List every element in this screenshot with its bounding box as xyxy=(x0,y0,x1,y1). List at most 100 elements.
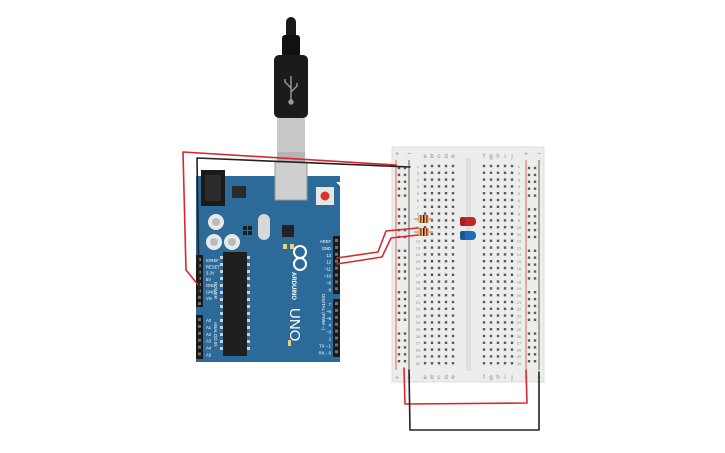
pin-label: RX←0 xyxy=(319,350,332,355)
breadboard-hole xyxy=(430,253,434,256)
breadboard-hole xyxy=(430,300,434,304)
breadboard-hole xyxy=(437,294,441,297)
breadboard-hole xyxy=(430,185,434,188)
breadboard-hole xyxy=(489,314,493,317)
breadboard-label: a xyxy=(423,375,427,381)
rail-hole xyxy=(397,318,401,321)
pin-label: A3 xyxy=(206,339,212,344)
breadboard-hole xyxy=(437,246,441,249)
breadboard-hole xyxy=(496,226,500,229)
breadboard-label: 2 xyxy=(417,171,420,176)
breadboard-hole xyxy=(437,362,441,365)
breadboard-hole xyxy=(489,280,493,283)
rail-hole xyxy=(403,332,407,335)
pin-label: ~10 xyxy=(324,274,332,279)
breadboard-hole xyxy=(451,260,455,263)
reset-button[interactable] xyxy=(316,187,334,205)
crystal-oscillator xyxy=(258,214,270,240)
breadboard-hole xyxy=(430,205,434,208)
rail-hole xyxy=(397,353,401,356)
breadboard-hole xyxy=(437,185,441,188)
rail-hole xyxy=(527,222,531,225)
usb-cable-icon[interactable] xyxy=(274,17,308,162)
breadboard-hole xyxy=(489,185,493,188)
breadboard-hole xyxy=(444,232,448,236)
breadboard-hole xyxy=(496,287,500,290)
header-pin xyxy=(198,331,201,335)
breadboard-hole xyxy=(510,164,514,168)
breadboard-hole xyxy=(430,246,434,249)
breadboard-hole xyxy=(444,362,448,365)
breadboard-hole xyxy=(423,198,427,202)
wire-5v[interactable] xyxy=(182,151,397,287)
rail-hole xyxy=(397,173,401,177)
breadboard-hole xyxy=(503,273,507,276)
chip-pin xyxy=(220,305,223,308)
breadboard-hole xyxy=(489,232,493,236)
chip-pin xyxy=(220,326,223,329)
wire-rail-plus[interactable] xyxy=(403,367,528,405)
wire-pin12[interactable] xyxy=(336,234,419,265)
breadboard-hole xyxy=(489,219,493,222)
resistor-2[interactable] xyxy=(414,228,433,236)
breadboard-hole xyxy=(510,328,514,331)
breadboard-label: i xyxy=(504,375,505,381)
rail-hole xyxy=(527,353,531,356)
breadboard-hole xyxy=(503,232,507,236)
breadboard-label: 28 xyxy=(517,347,522,352)
breadboard-hole xyxy=(423,321,427,324)
arduino-uno-board[interactable]: ARDUINO UNO POWER ANALOG IN DIGITAL (PWM… xyxy=(196,161,340,362)
rail-hole xyxy=(533,256,537,259)
pin-label: GND xyxy=(206,283,215,288)
breadboard-hole xyxy=(489,192,493,195)
breadboard-hole xyxy=(430,334,434,338)
breadboard-hole xyxy=(510,246,514,249)
pin-label: RESET xyxy=(206,264,220,269)
pin-label: A1 xyxy=(206,325,212,330)
rail-hole xyxy=(527,360,531,363)
rail-hole xyxy=(527,318,531,321)
wire-gnd[interactable] xyxy=(196,157,411,293)
breadboard-hole xyxy=(503,205,507,208)
breadboard-label: 5 xyxy=(417,191,420,196)
breadboard-hole xyxy=(496,164,500,168)
breadboard-hole xyxy=(451,266,455,270)
breadboard-label: 17 xyxy=(517,273,522,278)
power-jack xyxy=(201,170,225,206)
breadboard-center-channel xyxy=(466,158,471,371)
header-pin xyxy=(335,322,338,326)
digital-pin-header-top xyxy=(333,236,340,294)
rail-hole xyxy=(533,353,537,356)
breadboard-hole xyxy=(482,192,486,195)
wire-rail-minus[interactable] xyxy=(408,369,540,431)
chip-pin xyxy=(247,298,250,301)
rail-hole xyxy=(403,256,407,259)
chip-pin xyxy=(220,347,223,350)
breadboard-hole xyxy=(482,185,486,188)
breadboard-hole xyxy=(489,355,493,358)
rail-hole xyxy=(403,173,407,177)
led-red[interactable] xyxy=(460,217,476,226)
wire-pin13[interactable] xyxy=(336,227,419,259)
chip-pin xyxy=(220,284,223,287)
breadboard-hole xyxy=(510,178,514,181)
resistor-1[interactable] xyxy=(414,215,433,223)
header-pin xyxy=(198,302,201,306)
rail-hole xyxy=(527,339,531,342)
breadboard-hole xyxy=(451,273,455,276)
pin-label: IOREF xyxy=(206,258,219,263)
breadboard-hole xyxy=(510,205,514,208)
breadboard-hole xyxy=(482,314,486,317)
breadboard-label: 8 xyxy=(518,211,521,216)
breadboard-hole xyxy=(489,205,493,208)
header-pin xyxy=(198,264,201,268)
header-pin xyxy=(335,315,338,319)
breadboard-hole xyxy=(451,198,455,202)
led-blue[interactable] xyxy=(460,231,476,240)
chip-pin xyxy=(247,284,250,287)
breadboard-hole xyxy=(503,341,507,344)
rail-hole xyxy=(533,339,537,342)
header-pin xyxy=(335,239,338,242)
rail-hole xyxy=(397,249,401,252)
